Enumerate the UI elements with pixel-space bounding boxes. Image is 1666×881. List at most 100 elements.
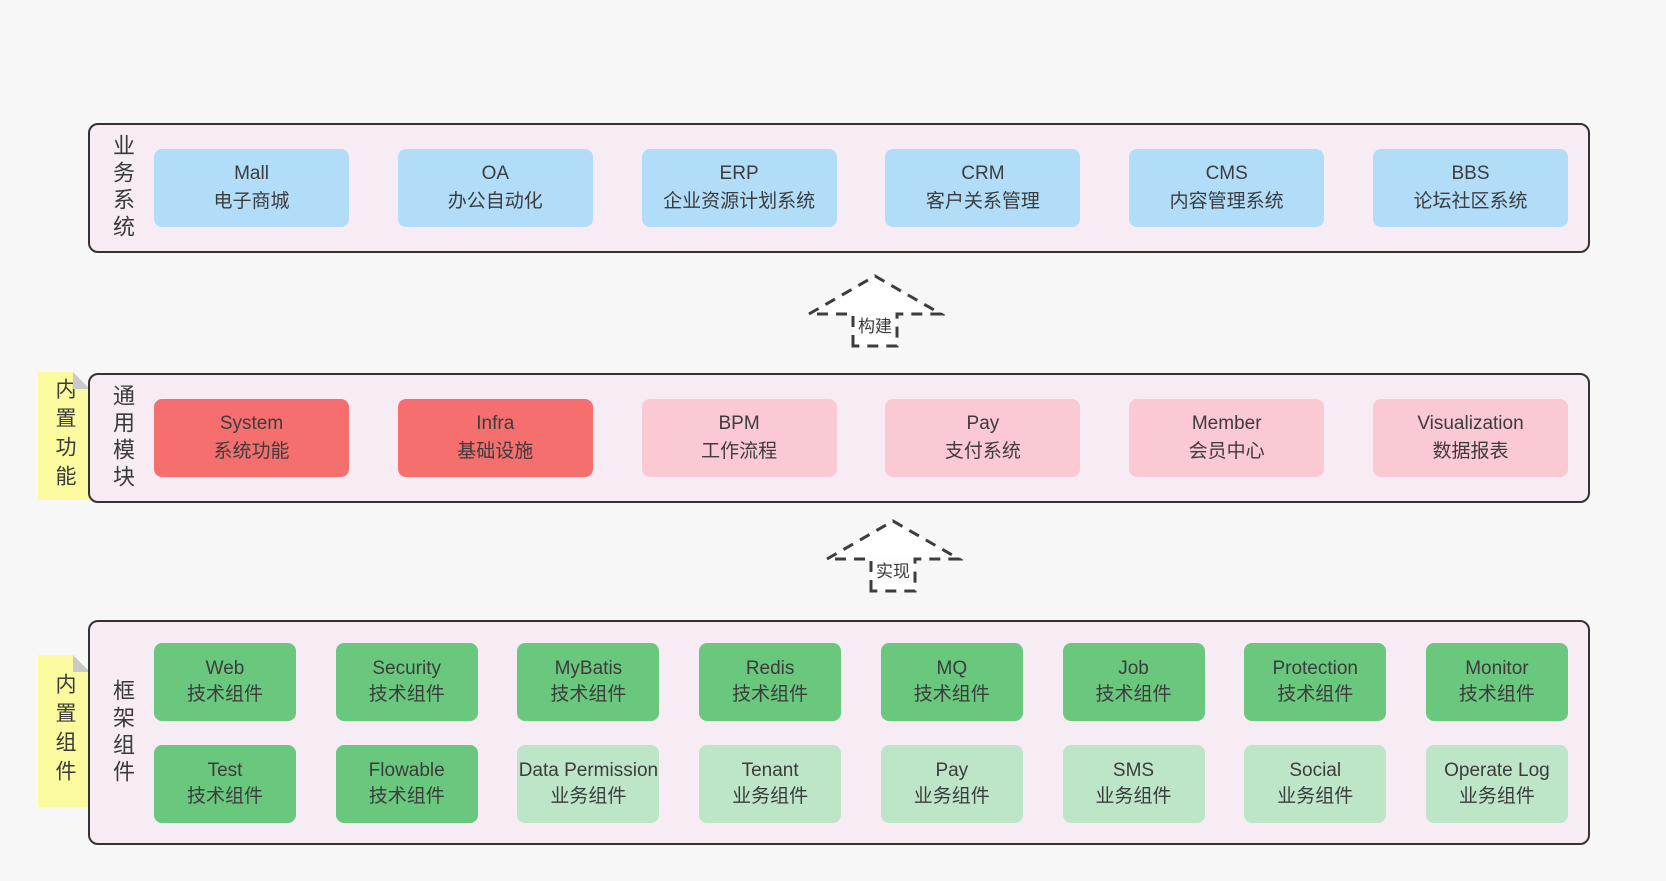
- box-data-permission: Data Permission 业务组件: [517, 744, 660, 823]
- box-title: Monitor: [1465, 657, 1529, 679]
- box-subtitle: 技术组件: [1458, 683, 1535, 705]
- box-subtitle: 支付系统: [944, 441, 1021, 462]
- box-subtitle: 企业资源计划系统: [663, 191, 816, 212]
- box-web: Web 技术组件: [154, 642, 296, 721]
- box-subtitle: 业务组件: [1095, 785, 1172, 807]
- note-text: 内置功能: [53, 378, 76, 494]
- box-subtitle: 基础设施: [457, 441, 534, 462]
- box-subtitle: 技术组件: [368, 785, 445, 807]
- box-title: BPM: [718, 413, 760, 434]
- framework-components-panel: 框架组件 Web 技术组件 Security 技术组件 MyBatis 技术组件…: [88, 620, 1590, 845]
- box-title: Redis: [745, 657, 795, 679]
- box-subtitle: 数据报表: [1432, 441, 1509, 462]
- box-sms: SMS 业务组件: [1062, 744, 1205, 823]
- box-protection: Protection 技术组件: [1244, 642, 1387, 721]
- implement-arrow-icon: 实现: [823, 517, 963, 593]
- business-boxes: Mall 电子商城 OA 办公自动化 ERP 企业资源计划系统 CRM 客户关系…: [154, 125, 1568, 251]
- box-subtitle: 技术组件: [1277, 683, 1354, 705]
- box-cms: CMS 内容管理系统: [1129, 149, 1325, 227]
- box-tenant: Tenant 业务组件: [699, 744, 842, 823]
- box-title: Web: [205, 657, 245, 679]
- box-bbs: BBS 论坛社区系统: [1372, 149, 1568, 227]
- box-subtitle: 电子商城: [213, 191, 290, 212]
- build-arrow-icon: 构建: [805, 272, 945, 348]
- sticky-note-builtin-features: 内置功能: [38, 372, 90, 500]
- box-subtitle: 技术组件: [1095, 683, 1172, 705]
- common-modules-panel: 通用模块 System 系统功能 Infra 基础设施 BPM 工作流程 Pay…: [88, 373, 1590, 503]
- box-subtitle: 论坛社区系统: [1413, 191, 1528, 212]
- box-subtitle: 办公自动化: [447, 191, 543, 212]
- box-title: CMS: [1205, 163, 1248, 184]
- box-oa: OA 办公自动化: [397, 149, 593, 227]
- box-title: Job: [1118, 657, 1149, 679]
- box-title: Data Permission: [518, 759, 659, 781]
- box-subtitle: 客户关系管理: [925, 191, 1040, 212]
- note-text: 内置组件: [53, 673, 76, 789]
- box-title: Mall: [234, 163, 269, 184]
- box-subtitle: 工作流程: [701, 441, 778, 462]
- panel-label-modules: 通用模块: [110, 384, 135, 492]
- box-system: System 系统功能: [154, 399, 349, 477]
- box-title: Pay: [935, 759, 969, 781]
- framework-row-1: Web 技术组件 Security 技术组件 MyBatis 技术组件 Redi…: [154, 642, 1568, 721]
- box-social: Social 业务组件: [1244, 744, 1387, 823]
- box-subtitle: 技术组件: [732, 683, 809, 705]
- business-systems-panel: 业务系统 Mall 电子商城 OA 办公自动化 ERP 企业资源计划系统 CRM…: [88, 123, 1590, 253]
- arrow-label-implement: 实现: [873, 557, 913, 582]
- box-bpm: BPM 工作流程: [641, 399, 837, 477]
- box-subtitle: 内容管理系统: [1169, 191, 1284, 212]
- box-operate-log: Operate Log 业务组件: [1425, 744, 1568, 823]
- box-subtitle: 业务组件: [1458, 785, 1535, 807]
- box-subtitle: 技术组件: [550, 683, 627, 705]
- box-test: Test 技术组件: [154, 744, 296, 823]
- box-subtitle: 技术组件: [186, 683, 263, 705]
- box-member: Member 会员中心: [1129, 399, 1325, 477]
- box-title: Social: [1289, 759, 1342, 781]
- box-title: BBS: [1451, 163, 1490, 184]
- box-visualization: Visualization 数据报表: [1372, 399, 1568, 477]
- box-subtitle: 会员中心: [1188, 441, 1265, 462]
- box-mall: Mall 电子商城: [154, 149, 349, 227]
- box-title: Operate Log: [1444, 759, 1550, 781]
- panel-label-business: 业务系统: [110, 134, 135, 242]
- box-mq: MQ 技术组件: [880, 642, 1023, 721]
- box-flowable: Flowable 技术组件: [335, 744, 478, 823]
- arrow-label-build: 构建: [855, 312, 895, 337]
- box-title: Member: [1191, 413, 1262, 434]
- panel-label-framework: 框架组件: [110, 678, 135, 787]
- box-title: Flowable: [368, 759, 445, 781]
- box-title: Visualization: [1417, 413, 1524, 434]
- box-subtitle: 技术组件: [186, 785, 263, 807]
- box-redis: Redis 技术组件: [699, 642, 842, 721]
- box-title: Infra: [476, 413, 515, 434]
- box-title: System: [219, 413, 284, 434]
- box-crm: CRM 客户关系管理: [885, 149, 1081, 227]
- box-subtitle: 业务组件: [550, 785, 627, 807]
- box-subtitle: 业务组件: [913, 785, 990, 807]
- box-title: SMS: [1112, 759, 1155, 781]
- box-title: OA: [481, 163, 510, 184]
- module-boxes: System 系统功能 Infra 基础设施 BPM 工作流程 Pay 支付系统…: [154, 375, 1568, 501]
- box-title: Pay: [966, 413, 1000, 434]
- box-pay-component: Pay 业务组件: [880, 744, 1023, 823]
- box-title: MQ: [936, 657, 968, 679]
- box-erp: ERP 企业资源计划系统: [641, 149, 837, 227]
- box-title: Security: [372, 657, 442, 679]
- box-monitor: Monitor 技术组件: [1425, 642, 1568, 721]
- box-title: Tenant: [741, 759, 799, 781]
- box-subtitle: 技术组件: [368, 683, 445, 705]
- box-mybatis: MyBatis 技术组件: [517, 642, 660, 721]
- box-job: Job 技术组件: [1062, 642, 1205, 721]
- box-subtitle: 系统功能: [213, 441, 290, 462]
- framework-boxes: Web 技术组件 Security 技术组件 MyBatis 技术组件 Redi…: [154, 622, 1568, 843]
- box-security: Security 技术组件: [335, 642, 478, 721]
- box-title: CRM: [961, 163, 1005, 184]
- box-subtitle: 技术组件: [913, 683, 990, 705]
- box-title: Test: [207, 759, 243, 781]
- box-infra: Infra 基础设施: [397, 399, 593, 477]
- framework-row-2: Test 技术组件 Flowable 技术组件 Data Permission …: [154, 744, 1568, 823]
- box-subtitle: 业务组件: [732, 785, 809, 807]
- box-title: Protection: [1272, 657, 1358, 679]
- sticky-note-builtin-components: 内置组件: [38, 655, 90, 807]
- box-title: ERP: [719, 163, 759, 184]
